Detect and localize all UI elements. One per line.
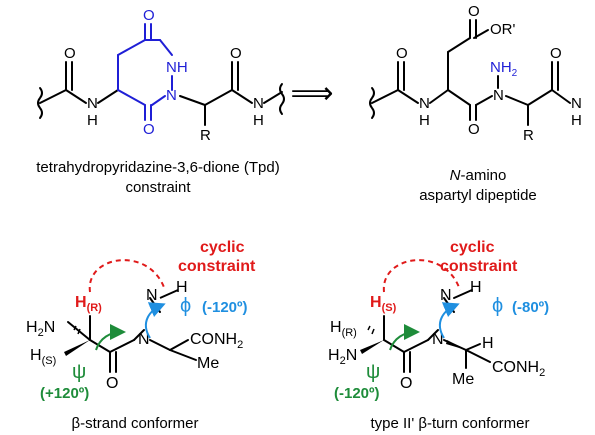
phi-value: (-80º) (512, 299, 549, 316)
atom-n: N (432, 331, 444, 348)
cyclic-constraint-arc (382, 259, 461, 293)
wedge-bond (360, 340, 384, 354)
atom-h-r: H(R) (330, 319, 357, 339)
atom-n: N (138, 331, 150, 348)
phi-arrow (438, 302, 460, 339)
atom-h2n: H2N (26, 319, 55, 339)
atom-o: O (550, 45, 562, 62)
atom-o: O (468, 3, 480, 20)
psi-arrow (389, 324, 420, 351)
phi-symbol: ϕ (180, 295, 191, 317)
atom-o: O (143, 121, 155, 138)
cyclic-label-line2: constraint (440, 258, 518, 275)
atom-n: N (166, 87, 177, 104)
atom-h: H (87, 112, 98, 129)
atom-h2n: H2N (328, 347, 357, 367)
atom-n: N (146, 287, 158, 304)
aspartyl-caption-line2: aspartyl dipeptide (419, 187, 537, 204)
atom-n: N (87, 95, 98, 112)
psi-arrow (95, 324, 126, 351)
turn-hash (367, 325, 375, 335)
atom-n: N (493, 87, 504, 104)
atom-nh: NH (166, 59, 188, 76)
atom-n: N (419, 95, 430, 112)
atom-nh2: NH2 (490, 59, 518, 79)
aspartyl-atoms: O OR' NH2 N O O O N H N H R (396, 3, 582, 144)
atom-h: H (571, 112, 582, 129)
turn-caption: type II' β-turn conformer (370, 415, 529, 432)
atom-conh2: CONH2 (492, 359, 545, 379)
cyclic-label-line1: cyclic (450, 239, 495, 256)
atom-n: N (253, 95, 264, 112)
wavy-bond-right (279, 83, 285, 115)
wavy-bond-left (369, 87, 375, 119)
phi-value: (-120º) (202, 299, 248, 316)
strand-hash (73, 325, 81, 335)
psi-value: (-120º) (334, 385, 380, 402)
atom-conh2: CONH2 (190, 331, 243, 351)
psi-value: (+120º) (40, 385, 89, 402)
wavy-bond-left (37, 87, 43, 119)
cyclic-label-line1: cyclic (200, 239, 245, 256)
atom-h: H (470, 279, 482, 296)
atom-n: N (571, 95, 582, 112)
atom-h-s: H(S) (370, 294, 397, 314)
atom-h: H (253, 112, 264, 129)
retrosynthesis-arrow: ⟹ (290, 77, 333, 110)
wedge-bond (64, 340, 90, 356)
tpd-atoms: O O O NH N N H O N H R (64, 7, 264, 144)
cyclic-constraint-arc (88, 259, 166, 293)
phi-arrow (144, 302, 166, 339)
aspartyl-structure (369, 19, 571, 126)
atom-me: Me (452, 371, 474, 388)
atom-h-r: H(R) (75, 294, 102, 314)
atom-h: H (419, 112, 430, 129)
aspartyl-caption-line1: N-amino (450, 167, 507, 184)
tpd-structure (37, 23, 285, 126)
wedge-bond (446, 340, 466, 350)
atom-o: O (400, 375, 412, 392)
atom-o: O (468, 121, 480, 138)
strand-bonds (67, 297, 197, 373)
tpd-caption-line2: constraint (125, 179, 191, 196)
phi-symbol: ϕ (492, 295, 503, 317)
cyclic-label-line2: constraint (178, 258, 256, 275)
psi-symbol: ψ (72, 361, 86, 383)
atom-o: O (230, 45, 242, 62)
atom-o: O (143, 7, 155, 24)
atom-or: OR' (490, 21, 516, 38)
atom-o: O (396, 45, 408, 62)
turn-atoms: H(S) N H N H(R) H2N H O Me CONH2 (328, 279, 545, 392)
atom-o: O (64, 45, 76, 62)
atom-o: O (106, 375, 118, 392)
strand-caption: β-strand conformer (71, 415, 198, 432)
atom-r: R (523, 127, 534, 144)
atom-r: R (200, 127, 211, 144)
psi-symbol: ψ (366, 361, 380, 383)
atom-h: H (482, 335, 494, 352)
atom-h: H (176, 279, 188, 296)
tpd-caption-line1: tetrahydropyridazine-3,6-dione (Tpd) (36, 159, 279, 176)
atom-n: N (440, 287, 452, 304)
atom-me: Me (197, 355, 219, 372)
strand-atoms: H(R) N H N H2N H(S) O CONH2 Me (26, 279, 243, 392)
atom-h-s: H(S) (30, 347, 56, 367)
nh-bond (159, 289, 179, 299)
